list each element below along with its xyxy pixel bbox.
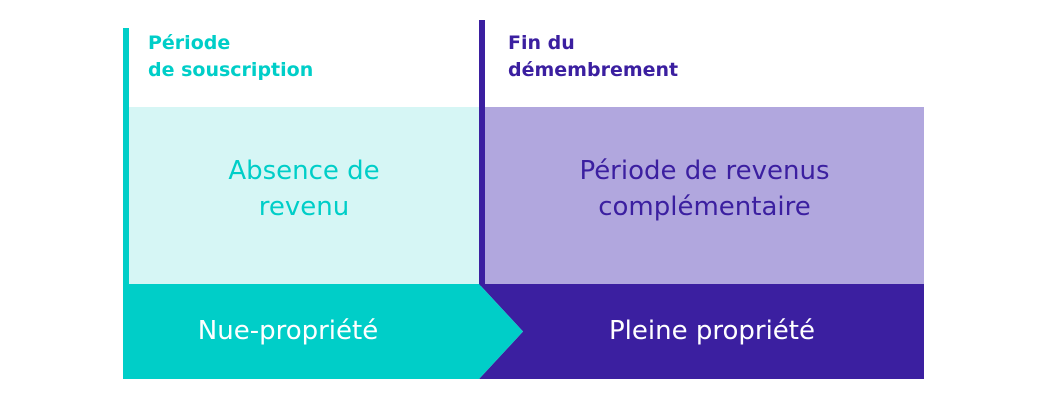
subscription-period-label-line2: de souscription	[148, 59, 314, 81]
no-income-text: Absence de revenu	[228, 153, 379, 239]
additional-income-text: Période de revenus complémentaire	[579, 153, 829, 239]
bare-ownership-label: Nue-propriété	[197, 316, 379, 346]
full-ownership-label: Pleine propriété	[609, 316, 815, 346]
additional-income-text-line2: complémentaire	[598, 191, 811, 222]
no-income-panel: Absence de revenu	[129, 107, 479, 284]
additional-income-text-line1: Période de revenus	[579, 155, 830, 186]
dismemberment-end-label: Fin du démembrement	[508, 30, 678, 84]
subscription-period-label-line1: Période	[148, 32, 231, 54]
no-income-text-line2: revenu	[258, 191, 350, 222]
no-income-text-line1: Absence de	[228, 155, 380, 186]
additional-income-panel: Période de revenus complémentaire	[485, 107, 924, 284]
dismemberment-end-marker-line	[479, 20, 485, 286]
subscription-period-label: Période de souscription	[148, 30, 313, 84]
dismemberment-end-label-line2: démembrement	[508, 59, 679, 81]
subscription-marker-line	[123, 28, 129, 286]
ownership-bar	[123, 284, 924, 379]
dismemberment-end-label-line1: Fin du	[508, 32, 575, 54]
bare-ownership-arrow	[123, 284, 523, 379]
full-ownership-segment	[479, 284, 924, 379]
